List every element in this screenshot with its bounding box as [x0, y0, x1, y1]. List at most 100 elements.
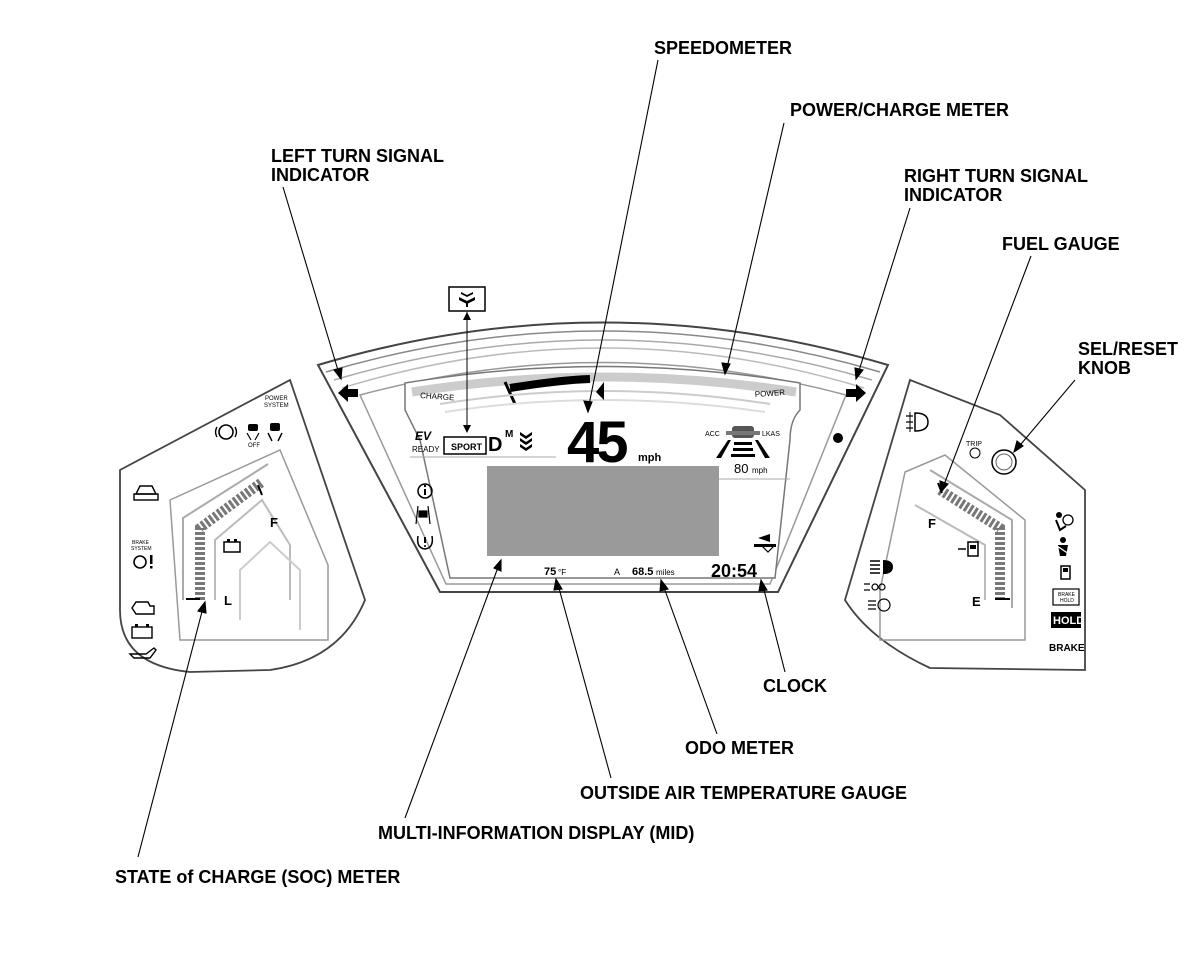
speed-unit: mph	[638, 452, 662, 464]
parking-light-icon	[864, 583, 886, 591]
vehicle-icon	[133, 485, 159, 501]
clock-value: 20:54	[711, 561, 757, 581]
road-condition-icon	[754, 534, 776, 553]
odo-unit: miles	[656, 568, 675, 577]
soc-full-tick	[257, 484, 263, 496]
lane-keeping-icon	[415, 505, 431, 525]
fuel-meter-frame	[879, 454, 1026, 641]
callout-sel-reset-line2: KNOB	[1078, 358, 1131, 378]
right-turn-arrow-icon	[846, 384, 866, 402]
speed-needle-marker	[596, 382, 604, 400]
power-charge-arc-track	[411, 372, 797, 397]
fuel-full-label: F	[928, 516, 936, 531]
airbag-icon	[1055, 512, 1074, 532]
center-meter: CHARGE POWER EV READY SPORT D M 45 mph	[316, 286, 890, 593]
oil-pressure-icon	[128, 647, 157, 659]
brake-warning-icon	[133, 555, 153, 569]
callout-outside-air-temp: OUTSIDE AIR TEMPERATURE GAUGE	[580, 783, 908, 803]
econ-leaf-icon	[459, 292, 475, 307]
sel-reset-knob-inner	[995, 453, 1013, 471]
leader-right-turn	[856, 207, 911, 378]
gear-indicator: D	[488, 434, 502, 456]
fuel-empty-label: E	[972, 594, 981, 609]
center-meter-arc-2	[333, 339, 873, 381]
callout-left-turn-line1: LEFT TURN SIGNAL	[271, 146, 444, 166]
fuel-meter-track-outer	[929, 469, 1013, 608]
leader-odo	[661, 581, 718, 735]
acc-speed-value: 80	[734, 461, 748, 476]
power-system-line1: POWER	[265, 396, 288, 402]
outside-temp-value: 75	[544, 566, 556, 578]
power-system-line2: SYSTEM	[264, 403, 289, 409]
leader-speedometer	[587, 59, 659, 411]
auto-high-beam-icon	[868, 598, 891, 612]
sport-badge	[443, 436, 487, 455]
parking-brake-icon	[214, 424, 238, 440]
callout-fuel-gauge: FUEL GAUGE	[1002, 234, 1120, 254]
gear-mode-indicator: M	[505, 429, 513, 440]
fog-light-icon	[906, 412, 929, 432]
hold-label: HOLD	[1053, 615, 1084, 627]
battery-level-icon	[223, 539, 241, 553]
leader-outside-temp	[556, 580, 612, 779]
brake-hold-line2: HOLD	[1060, 598, 1074, 604]
sport-label: SPORT	[451, 442, 483, 452]
left-pod-outline	[119, 378, 366, 673]
callout-mid: MULTI-INFORMATION DISPLAY (MID)	[378, 823, 695, 843]
leader-left-turn	[282, 186, 341, 378]
trip-indicator: A	[614, 567, 620, 577]
info-icon	[417, 483, 433, 499]
acc-label: ACC	[705, 431, 720, 438]
leader-lines	[137, 59, 1076, 858]
leader-fuel-gauge	[941, 255, 1032, 491]
fuel-pump-icon	[958, 541, 979, 557]
callout-right-turn-line2: INDICATOR	[904, 185, 1003, 205]
lkas-label: LKAS	[762, 431, 780, 438]
leader-clock	[761, 581, 786, 673]
speed-value: 45	[567, 410, 627, 475]
power-charge-arc-line	[439, 390, 771, 405]
brake-system-line1: BRAKE	[132, 540, 150, 546]
leader-mid	[404, 561, 501, 819]
callout-sel-reset-line1: SEL/RESET	[1078, 339, 1179, 359]
ready-label: READY	[412, 445, 440, 454]
odo-value: 68.5	[632, 566, 653, 578]
left-turn-arrow-icon	[338, 384, 358, 402]
stability-off-icon	[246, 424, 260, 441]
tire-pressure-icon	[416, 535, 434, 550]
brake-hold-line1: BRAKE	[1058, 592, 1076, 598]
right-pod-outline	[844, 378, 1086, 671]
callout-clock: CLOCK	[763, 676, 827, 696]
acc-speed-unit: mph	[752, 466, 768, 475]
leader-sel-reset	[1015, 379, 1076, 451]
callout-right-turn-line1: RIGHT TURN SIGNAL	[904, 166, 1088, 186]
seat-warning-icon	[267, 423, 283, 442]
hold-badge	[1051, 612, 1081, 628]
leader-power-charge	[725, 122, 785, 373]
soc-meter-inner	[214, 498, 291, 600]
econ-pointer-arrowhead-bottom	[463, 425, 471, 433]
battery-warning-icon	[131, 624, 153, 639]
left-gauge-pod: F L POWER SYSTEM OFF BRAKE SYSTEM	[119, 378, 366, 673]
multi-information-display	[487, 466, 719, 556]
callout-power-charge-meter: POWER/CHARGE METER	[790, 100, 1010, 120]
center-meter-arc-3	[341, 347, 865, 389]
trip-knob-icon	[969, 447, 981, 459]
charge-label: CHARGE	[420, 391, 455, 402]
power-charge-zero-mark	[503, 381, 517, 405]
soc-meter-inner-2	[239, 540, 301, 630]
fuel-warning-icon	[1060, 565, 1071, 580]
trip-knob-label: TRIP	[966, 441, 982, 448]
soc-meter-track	[195, 477, 265, 600]
callout-left-turn-line2: INDICATOR	[271, 165, 370, 185]
high-beam-icon	[870, 560, 893, 574]
soc-meter-track-outer	[182, 463, 269, 600]
econ-pointer-arrowhead-top	[463, 312, 471, 320]
right-gauge-pod: F E TRIP	[844, 378, 1086, 671]
fuel-meter-inner	[914, 504, 986, 600]
indicator-dot	[833, 433, 843, 443]
callout-odo-meter: ODO METER	[685, 738, 795, 758]
callout-speedometer: SPEEDOMETER	[654, 38, 793, 58]
acc-lkas-icon	[716, 426, 770, 458]
